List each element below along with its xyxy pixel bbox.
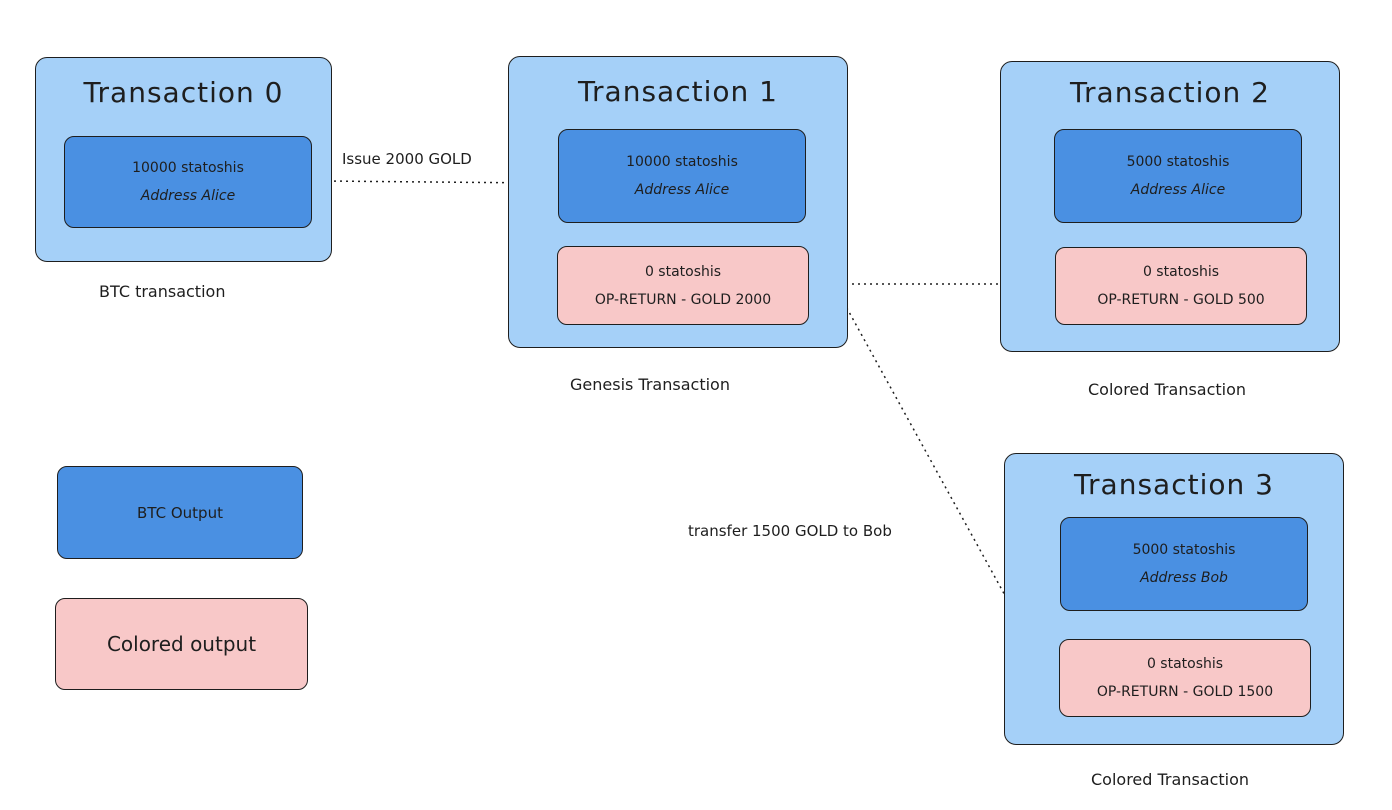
btc-output: 5000 statoshis Address Bob <box>1060 517 1308 611</box>
colored-output: 0 statoshis OP-RETURN - GOLD 2000 <box>557 246 809 325</box>
btc-output: 10000 statoshis Address Alice <box>64 136 312 228</box>
btc-output: 10000 statoshis Address Alice <box>558 129 806 223</box>
legend-colored-label: Colored output <box>106 632 257 656</box>
transaction-title: Transaction 0 <box>83 76 284 109</box>
colored-output: 0 statoshis OP-RETURN - GOLD 500 <box>1055 247 1307 325</box>
transaction-title: Transaction 3 <box>1074 468 1274 501</box>
output-address: Address Alice <box>140 188 236 204</box>
caption-transaction-0: BTC transaction <box>99 282 226 301</box>
output-address: Address Alice <box>634 182 730 198</box>
btc-output: 5000 statoshis Address Alice <box>1054 129 1302 223</box>
legend-colored-output: Colored output <box>55 598 308 690</box>
caption-transaction-3: Colored Transaction <box>1091 770 1250 789</box>
output-amount: 10000 statoshis <box>132 160 244 176</box>
transaction-2: Transaction 2 5000 statoshis Address Ali… <box>1000 61 1340 352</box>
output-address: Address Alice <box>1130 182 1226 198</box>
edge-label-issue: Issue 2000 GOLD <box>342 150 472 168</box>
edge-label-transfer: transfer 1500 GOLD to Bob <box>688 522 892 540</box>
output-amount: 10000 statoshis <box>626 154 738 170</box>
legend-btc-label: BTC Output <box>137 503 223 522</box>
output-address: Address Bob <box>1140 570 1228 586</box>
transaction-1: Transaction 1 10000 statoshis Address Al… <box>508 56 848 348</box>
output-op-return: OP-RETURN - GOLD 500 <box>1097 292 1265 308</box>
transaction-3: Transaction 3 5000 statoshis Address Bob… <box>1004 453 1344 745</box>
caption-transaction-2: Colored Transaction <box>1088 380 1247 399</box>
output-amount: 0 statoshis <box>1142 264 1220 280</box>
transaction-0: Transaction 0 10000 statoshis Address Al… <box>35 57 332 262</box>
output-op-return: OP-RETURN - GOLD 2000 <box>594 291 772 308</box>
output-amount: 5000 statoshis <box>1132 542 1236 558</box>
transaction-title: Transaction 1 <box>578 75 778 108</box>
output-op-return: OP-RETURN - GOLD 1500 <box>1096 684 1274 700</box>
output-amount: 5000 statoshis <box>1126 154 1230 170</box>
caption-transaction-1: Genesis Transaction <box>570 375 730 394</box>
legend-btc-output: BTC Output <box>57 466 303 559</box>
output-amount: 0 statoshis <box>1146 656 1224 672</box>
transaction-title: Transaction 2 <box>1070 76 1270 109</box>
colored-output: 0 statoshis OP-RETURN - GOLD 1500 <box>1059 639 1311 717</box>
output-amount: 0 statoshis <box>644 263 722 280</box>
